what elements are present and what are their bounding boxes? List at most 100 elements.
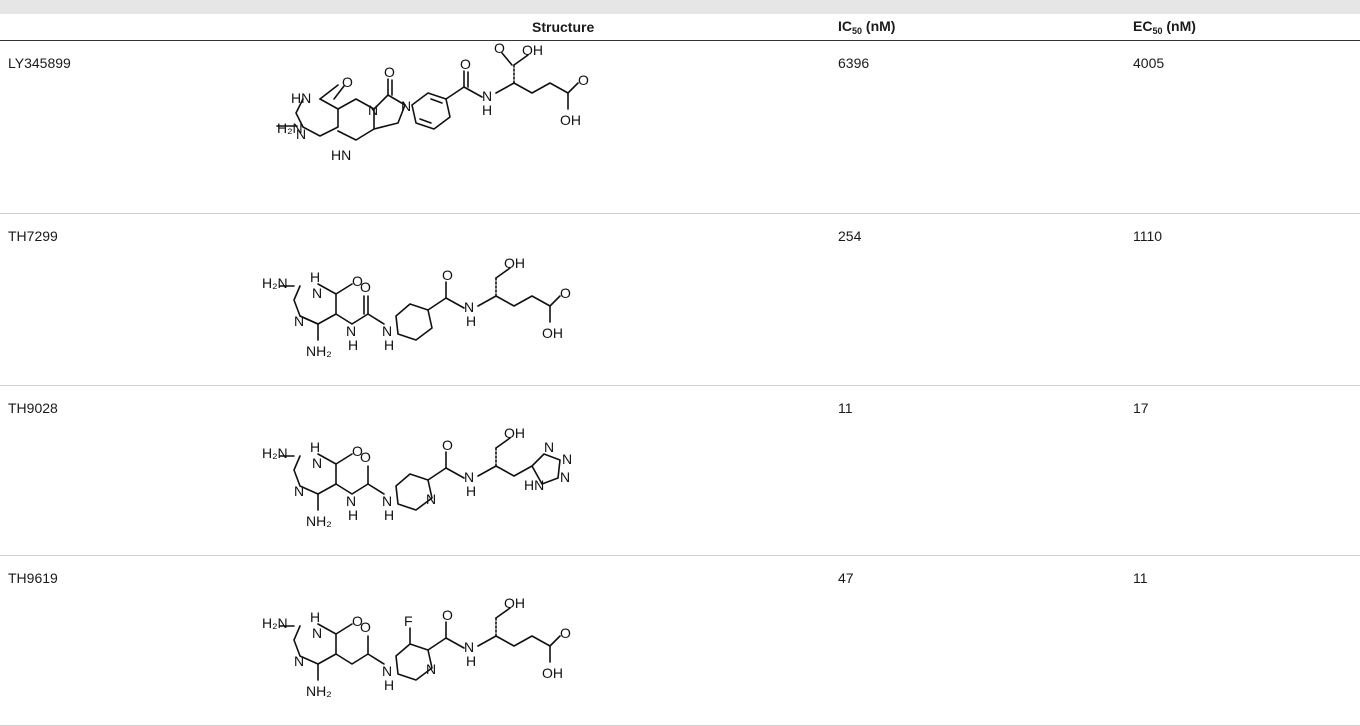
atom-n: N xyxy=(560,469,570,485)
compound-name: TH9619 xyxy=(0,555,260,726)
structure-cell: H₂N HN N O HN N O N O N H O OH O OH xyxy=(260,40,830,214)
atom-h: H xyxy=(466,483,476,499)
atom-n: N xyxy=(401,98,411,114)
atom-hn: HN xyxy=(331,147,351,163)
structure-ly345899: H₂N HN N O HN N O N O N H O OH O OH xyxy=(276,43,589,163)
ic-subscript: 50 xyxy=(852,26,863,36)
atom-oh: OH xyxy=(542,325,563,341)
atom-oh: OH xyxy=(542,665,563,681)
header-row: Structure IC50 (nM) EC50 (nM) xyxy=(0,14,1360,41)
ic50-value: 6396 xyxy=(830,40,1125,214)
atom-h2n: H₂N xyxy=(277,120,303,136)
atom-o: O xyxy=(342,74,353,90)
atom-n: N xyxy=(482,88,492,104)
structure-cell: H H₂N N O N NH₂ O N H F N O N H OH O OH xyxy=(260,555,830,726)
atom-o: O xyxy=(360,619,371,635)
atom-n: N xyxy=(294,313,304,329)
ec50-value: 11 xyxy=(1125,555,1360,726)
atom-o: O xyxy=(352,443,363,459)
atom-o: O xyxy=(460,56,471,72)
structure-cell: H H₂N N O N NH₂ N H O N H N O N H OH N xyxy=(260,385,830,556)
atom-n: N xyxy=(312,455,322,471)
atom-h2n: H₂N xyxy=(262,615,288,631)
atom-o: O xyxy=(578,72,589,88)
atom-o: O xyxy=(384,64,395,80)
atom-nh2: NH₂ xyxy=(306,343,332,359)
atom-n: N xyxy=(382,493,392,509)
atom-h: H xyxy=(310,439,320,455)
atom-n: N xyxy=(382,323,392,339)
atom-oh: OH xyxy=(504,595,525,611)
atom-n: N xyxy=(312,285,322,301)
atom-o: O xyxy=(352,273,363,289)
atom-o: O xyxy=(442,607,453,623)
atom-n: N xyxy=(368,102,378,118)
structure-th7299: H H₂N N O N NH₂ N H O N H O N H OH O OH xyxy=(262,255,571,359)
header-compound xyxy=(0,14,260,41)
ec50-value: 4005 xyxy=(1125,40,1360,214)
table-row: TH9619 H xyxy=(0,555,1360,726)
atom-o: O xyxy=(560,285,571,301)
atom-o: O xyxy=(494,43,505,56)
atom-h2n: H₂N xyxy=(262,445,288,461)
atom-o: O xyxy=(352,613,363,629)
compound-name: TH9028 xyxy=(0,385,260,556)
ic-unit: (nM) xyxy=(865,18,896,34)
atom-n: N xyxy=(382,663,392,679)
ic50-value: 254 xyxy=(830,213,1125,386)
ic50-value: 47 xyxy=(830,555,1125,726)
atom-h: H xyxy=(466,653,476,669)
atom-h: H xyxy=(348,337,358,353)
atom-n: N xyxy=(426,491,436,507)
structure-cell: H H₂N N O N NH₂ N H O N H O N H OH O OH xyxy=(260,213,830,386)
atom-oh: OH xyxy=(560,112,581,128)
header-ec50: EC50 (nM) xyxy=(1125,14,1360,41)
atom-n: N xyxy=(464,299,474,315)
atom-h: H xyxy=(482,102,492,118)
atom-n: N xyxy=(562,451,572,467)
atom-h: H xyxy=(384,507,394,523)
atom-h: H xyxy=(310,269,320,285)
atom-o: O xyxy=(360,279,371,295)
atom-o: O xyxy=(442,437,453,453)
structure-th9028: H H₂N N O N NH₂ N H O N H N O N H OH N xyxy=(262,425,572,529)
atom-oh: OH xyxy=(504,425,525,441)
ec-unit: (nM) xyxy=(1166,18,1196,34)
compound-name: TH7299 xyxy=(0,213,260,386)
table-row: TH9028 H H₂N xyxy=(0,385,1360,556)
atom-nh2: NH₂ xyxy=(306,513,332,529)
atom-hn: HN xyxy=(524,477,544,493)
ec50-value: 17 xyxy=(1125,385,1360,556)
atom-f: F xyxy=(404,613,413,629)
atom-n: N xyxy=(544,439,554,455)
atom-h2n: H₂N xyxy=(262,275,288,291)
top-bar xyxy=(0,0,1360,14)
atom-n: N xyxy=(464,469,474,485)
atom-h: H xyxy=(384,677,394,693)
atom-h: H xyxy=(384,337,394,353)
atom-h: H xyxy=(466,313,476,329)
atom-h: H xyxy=(310,609,320,625)
ec-subscript: 50 xyxy=(1152,26,1163,36)
atom-o: O xyxy=(360,449,371,465)
atom-n: N xyxy=(294,653,304,669)
header-structure: Structure xyxy=(260,14,830,41)
atom-n: N xyxy=(464,639,474,655)
table-row: TH7299 xyxy=(0,213,1360,386)
atom-n: N xyxy=(296,126,306,142)
atom-n: N xyxy=(312,625,322,641)
ic50-value: 11 xyxy=(830,385,1125,556)
ic-label: IC xyxy=(838,18,852,34)
atom-n: N xyxy=(426,661,436,677)
compound-table: Structure IC50 (nM) EC50 (nM) LY345899 xyxy=(0,14,1360,726)
atom-o: O xyxy=(560,625,571,641)
table-row: LY345899 xyxy=(0,40,1360,214)
atom-o: O xyxy=(442,267,453,283)
ec50-value: 1110 xyxy=(1125,213,1360,386)
compound-name: LY345899 xyxy=(0,40,260,214)
atom-oh: OH xyxy=(522,43,543,58)
atom-hn: HN xyxy=(291,90,311,106)
header-ic50: IC50 (nM) xyxy=(830,14,1125,41)
atom-h: H xyxy=(348,507,358,523)
atom-n: N xyxy=(346,493,356,509)
